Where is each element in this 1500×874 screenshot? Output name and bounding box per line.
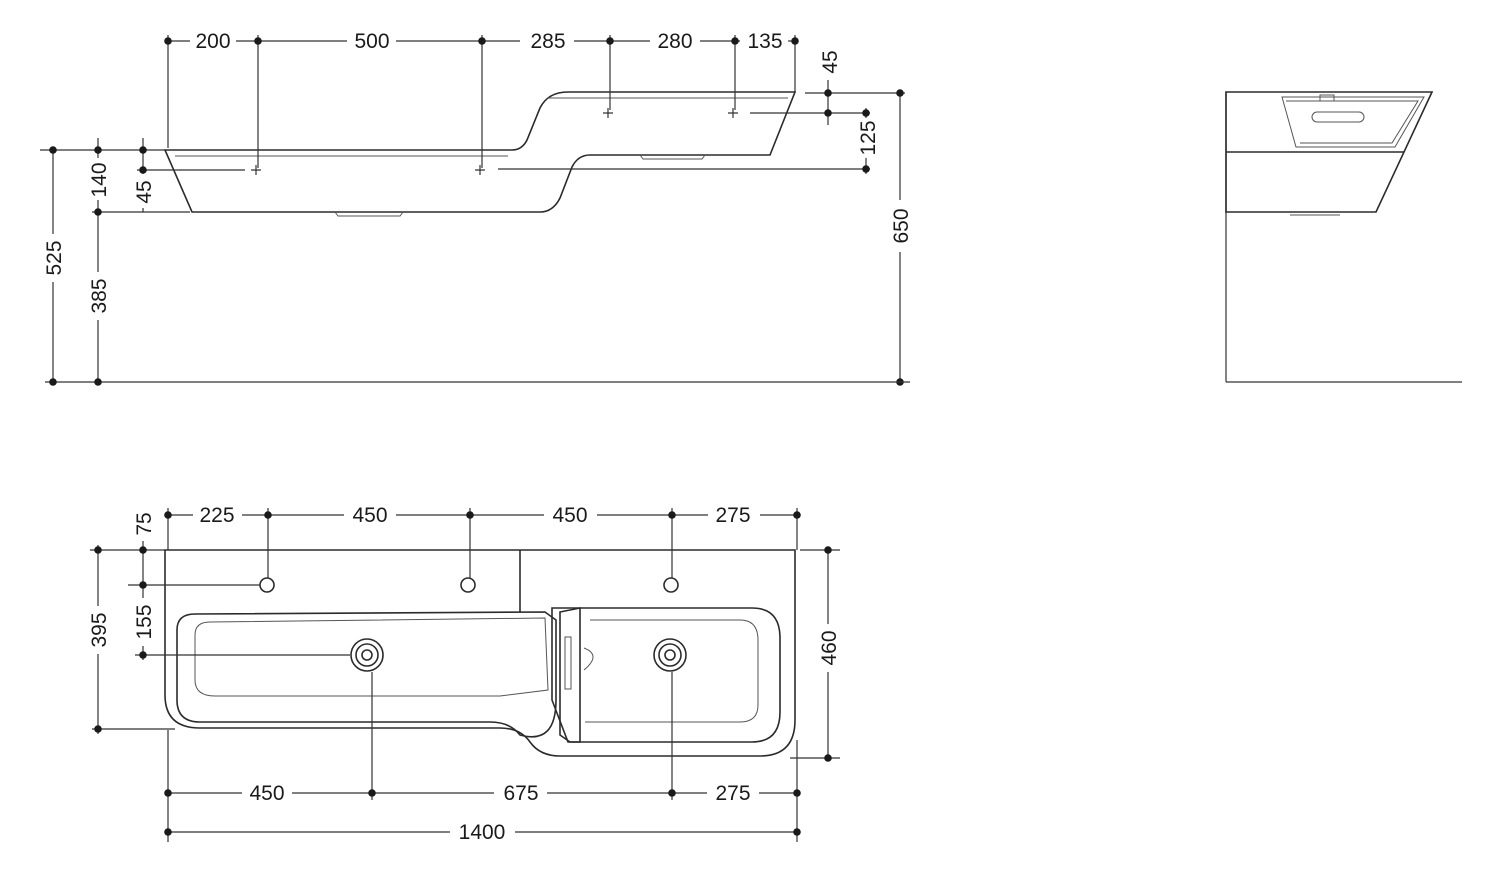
plan-view-top-dimension-chain: 225 450 450 275: [164, 504, 801, 578]
plan-dim-225: 225: [199, 504, 234, 527]
front-view-left-dimensions: 140 45 525 385: [40, 138, 245, 386]
front-dim-650: 650: [890, 208, 913, 243]
plan-view-outline: [164, 549, 796, 757]
plan-view-right-dimension: 460: [790, 546, 841, 762]
side-view: [1225, 91, 1462, 383]
plan-dim-155: 155: [133, 604, 156, 639]
waste-right: [653, 638, 687, 672]
front-view-waste-right: [639, 154, 706, 160]
plan-dim-275-bottom: 275: [715, 782, 750, 805]
plan-dim-450-b: 450: [552, 504, 587, 527]
tap-hole-center: [460, 577, 476, 593]
front-view: 200 500 285 280 135 45 125 65: [40, 30, 913, 386]
front-dim-125: 125: [857, 120, 880, 155]
front-dim-200: 200: [195, 30, 230, 53]
plan-dim-275-top: 275: [715, 504, 750, 527]
plan-view-bottom-dimension-chain: 450 675 275 1400: [164, 672, 801, 844]
tap-hole-right: [663, 577, 679, 593]
front-view-center-marks: [251, 108, 738, 175]
front-dim-285: 285: [530, 30, 565, 53]
plan-view: 225 450 450 275 75 395 155: [87, 504, 841, 844]
front-view-waste-left: [334, 211, 404, 217]
plan-dim-450-a: 450: [352, 504, 387, 527]
front-dim-385: 385: [88, 278, 111, 313]
plan-dim-450-bottom: 450: [249, 782, 284, 805]
plan-dim-460: 460: [818, 630, 841, 665]
front-view-basin-outline: [163, 91, 797, 213]
front-dim-45-left: 45: [133, 180, 156, 203]
plan-dim-675: 675: [503, 782, 538, 805]
plan-dim-75: 75: [133, 512, 156, 535]
tap-hole-left: [259, 577, 275, 593]
plan-dim-1400: 1400: [459, 821, 506, 844]
front-dim-45-right: 45: [819, 50, 842, 73]
waste-left: [350, 638, 384, 672]
front-dim-525: 525: [43, 240, 66, 275]
front-dim-135: 135: [747, 30, 782, 53]
plan-view-left-dimensions: 75 395 155: [87, 507, 350, 734]
front-dim-500: 500: [354, 30, 389, 53]
plan-dim-395: 395: [88, 612, 111, 647]
front-dim-280: 280: [657, 30, 692, 53]
front-dim-140: 140: [88, 162, 111, 197]
front-view-top-dimension-chain: 200 500 285 280 135: [164, 30, 799, 168]
front-view-right-dimensions: 45 125 650: [498, 50, 913, 386]
